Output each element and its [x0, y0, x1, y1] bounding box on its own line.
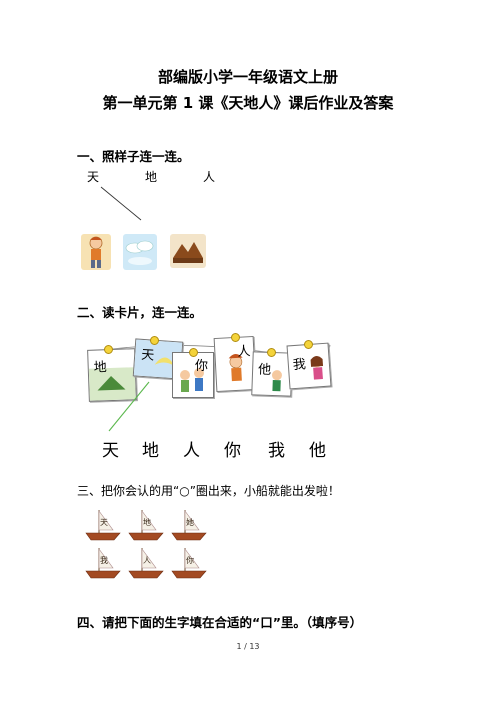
- boat-3[interactable]: 她: [170, 508, 208, 542]
- sky-picture-icon: [123, 234, 157, 270]
- page-number: 1 / 13: [236, 642, 260, 651]
- boat-5[interactable]: 人: [127, 546, 165, 580]
- boat-char-6: 你: [186, 556, 194, 565]
- card-ta: 他: [251, 351, 293, 397]
- boat-char-2: 地: [143, 518, 151, 527]
- s1-char-ren: 人: [203, 170, 216, 184]
- card-wo: 我: [286, 342, 332, 390]
- card-pin-icon: [267, 348, 276, 357]
- s2-bottom-char-ta: 他: [309, 441, 326, 461]
- card-char-ni: 你: [195, 359, 209, 374]
- boat-char-3: 她: [186, 518, 194, 527]
- section3-instruction: 三、把你会认的用“○”圈出来，小船就能出发啦！: [77, 484, 340, 498]
- doc-title: 部编版小学一年级语文上册: [157, 68, 338, 86]
- boat-6[interactable]: 你: [170, 546, 208, 580]
- section1-heading: 一、照样子连一连。: [77, 149, 190, 164]
- s2-bottom-char-wo: 我: [268, 441, 285, 461]
- boat-char-4: 我: [100, 556, 108, 565]
- card-pin-icon: [231, 333, 240, 342]
- person-picture-icon: [81, 234, 111, 270]
- s2-bottom-char-tian: 天: [102, 441, 119, 461]
- s1-char-tian: 天: [87, 170, 100, 184]
- boat-4[interactable]: 我: [84, 546, 122, 580]
- boat-char-1: 天: [100, 518, 108, 527]
- s1-char-di: 地: [145, 170, 158, 184]
- boat-2[interactable]: 地: [127, 508, 165, 542]
- earth-picture-icon: [170, 234, 206, 268]
- card-pin-icon: [150, 336, 159, 345]
- section2-heading: 二、读卡片，连一连。: [77, 305, 203, 320]
- card-di: 地: [87, 348, 137, 402]
- card-ni: 你: [172, 352, 214, 398]
- s2-bottom-char-di: 地: [142, 441, 159, 461]
- card-tian: 天: [132, 338, 184, 380]
- section4-heading: 四、请把下面的生字填在合适的“口”里。（填序号）: [77, 615, 363, 630]
- boat-char-5: 人: [143, 556, 151, 565]
- card-pin-icon: [304, 340, 313, 349]
- doc-subtitle: 第一单元第 1 课《天地人》课后作业及答案: [102, 94, 394, 112]
- s2-bottom-char-ren: 人: [183, 441, 200, 461]
- s2-bottom-char-ni: 你: [224, 441, 241, 461]
- boat-1[interactable]: 天: [84, 508, 122, 542]
- card-pin-icon: [104, 345, 113, 354]
- card-ren: 人: [213, 335, 257, 393]
- card-pin-icon: [189, 348, 198, 357]
